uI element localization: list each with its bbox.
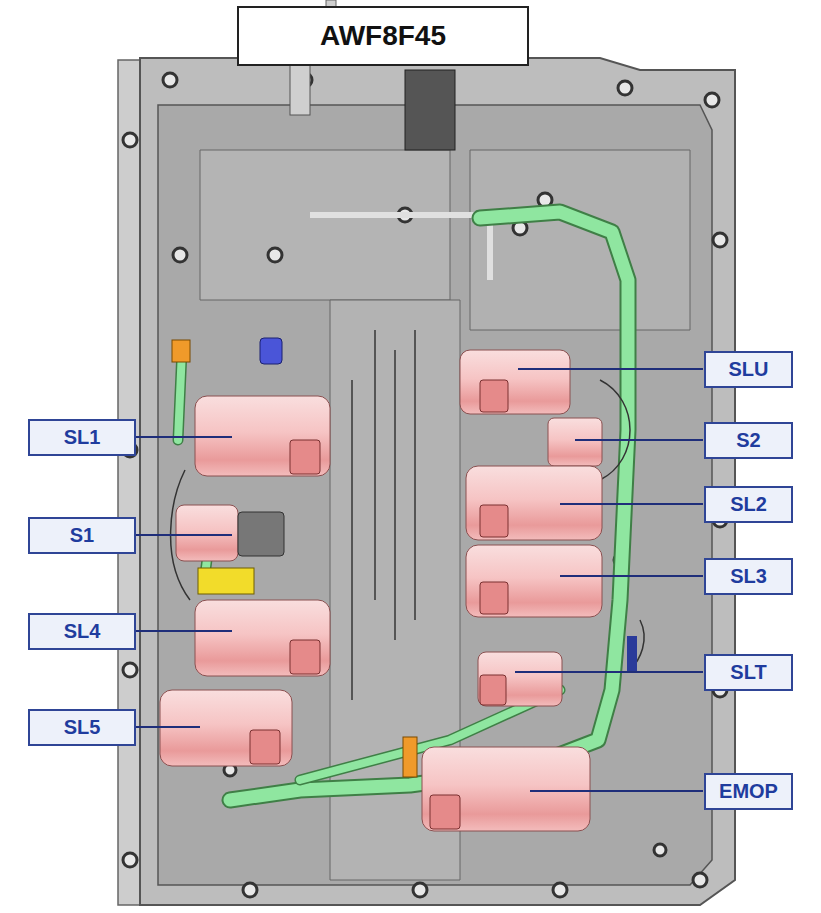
title-text: AWF8F45	[320, 20, 446, 52]
part-label: SL3	[730, 565, 767, 588]
part-label: SL4	[64, 620, 101, 643]
part-label: S1	[70, 524, 94, 547]
part-label: S2	[736, 429, 760, 452]
part-label: SL5	[64, 716, 101, 739]
title-box: AWF8F45	[237, 6, 529, 66]
label-box: S1	[28, 517, 136, 554]
label-box: SL5	[28, 709, 136, 746]
label-box: SLU	[704, 351, 793, 388]
label-box: SL1	[28, 419, 136, 456]
label-box: SLT	[704, 654, 793, 691]
part-label: SL2	[730, 493, 767, 516]
part-label: EMOP	[719, 780, 778, 803]
label-box: SL4	[28, 613, 136, 650]
label-box: S2	[704, 422, 793, 459]
part-label: SLT	[730, 661, 766, 684]
label-box: EMOP	[704, 773, 793, 810]
leader-lines	[136, 369, 703, 791]
label-box: SL3	[704, 558, 793, 595]
part-label: SL1	[64, 426, 101, 449]
label-box: SL2	[704, 486, 793, 523]
part-label: SLU	[729, 358, 769, 381]
